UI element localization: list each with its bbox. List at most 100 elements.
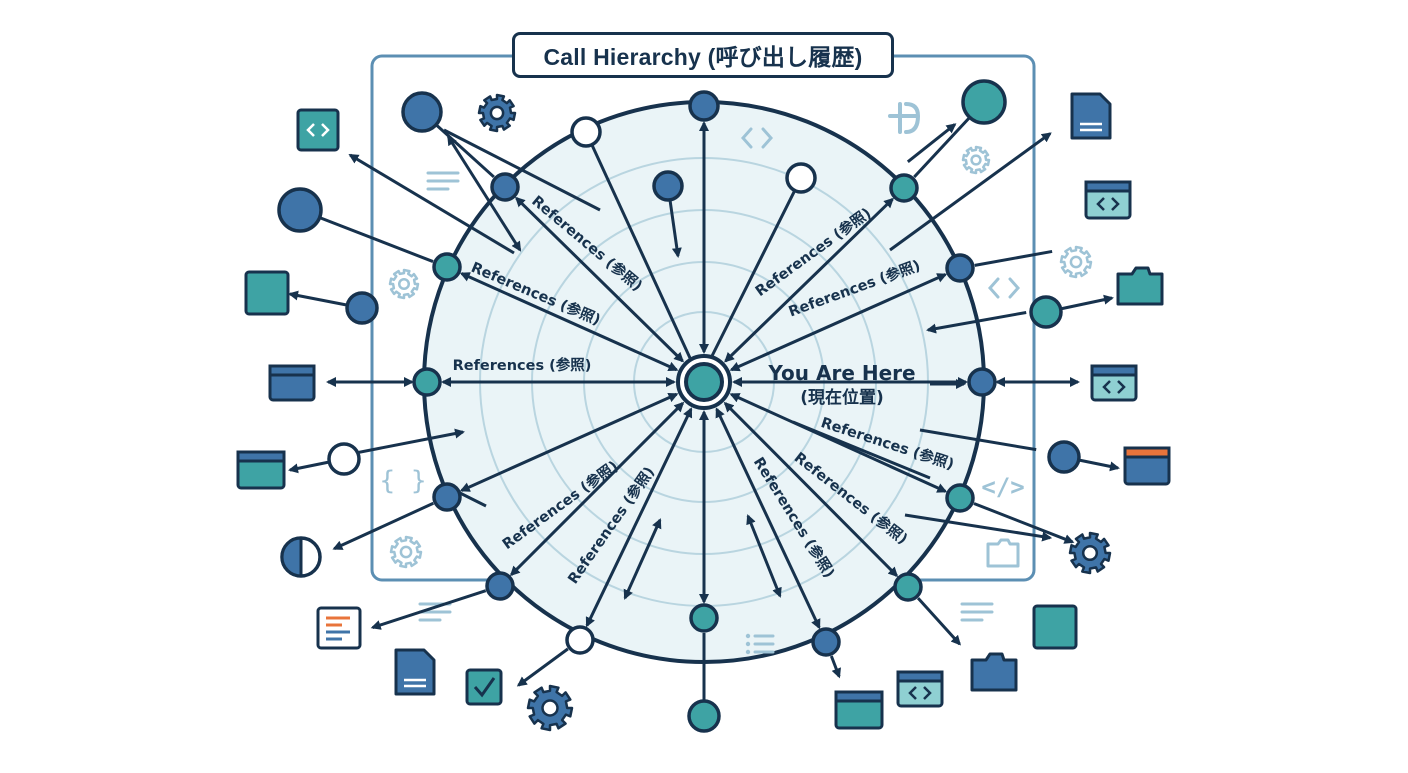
- rim-function-node[interactable]: [490, 172, 520, 202]
- browser-window-icon[interactable]: [1123, 446, 1171, 486]
- rim-function-node[interactable]: [945, 483, 975, 513]
- gear-icon[interactable]: [526, 684, 574, 732]
- reference-edge: [585, 407, 693, 628]
- gear-hole: [399, 545, 413, 559]
- square-icon[interactable]: [1032, 604, 1078, 650]
- code-brackets: [908, 686, 932, 700]
- rim-function-node[interactable]: [967, 367, 997, 397]
- gear-icon[interactable]: [1068, 531, 1112, 575]
- outer-function-node[interactable]: [687, 699, 721, 733]
- inner-function-node[interactable]: [785, 162, 817, 194]
- checkbox-body: [465, 668, 503, 706]
- document-icon[interactable]: [1070, 92, 1112, 140]
- watermark-list-icon-bullet: [745, 641, 751, 647]
- reference-edge: [926, 310, 1027, 334]
- document-body: [1070, 92, 1112, 140]
- checkbox-icon[interactable]: [465, 668, 503, 706]
- outer-icons: [236, 92, 1171, 732]
- gear-hole: [541, 699, 559, 717]
- watermark-code-slash-icon: </>: [981, 473, 1024, 501]
- code-window-icon[interactable]: [1090, 364, 1138, 402]
- gear-hole: [1069, 255, 1083, 269]
- folder-body: [970, 652, 1018, 692]
- rim-function-node[interactable]: [811, 627, 841, 657]
- code-box-body: [296, 108, 340, 152]
- reference-edge: [710, 190, 796, 357]
- gear-hole: [970, 154, 982, 166]
- reference-edge: [1060, 294, 1114, 311]
- folder-icon[interactable]: [970, 652, 1018, 692]
- inner-function-node[interactable]: [570, 116, 602, 148]
- reference-edge: [370, 589, 487, 630]
- reference-edge: [974, 249, 1053, 267]
- reference-edge: [516, 647, 569, 687]
- code-window-icon[interactable]: [296, 108, 340, 152]
- reference-edge: [668, 200, 682, 258]
- gear-teeth: [1059, 245, 1093, 279]
- reference-edge: [829, 655, 841, 679]
- watermark-gear-icon: [1059, 245, 1093, 279]
- outer-function-node[interactable]: [401, 91, 443, 133]
- outer-function-node[interactable]: [345, 291, 379, 325]
- window-bar: [834, 690, 884, 703]
- window-bar: [1084, 180, 1132, 193]
- rim-function-node[interactable]: [565, 625, 595, 655]
- watermark-gear-icon: [961, 145, 991, 175]
- rim-function-node[interactable]: [893, 572, 923, 602]
- rim-function-node[interactable]: [432, 252, 462, 282]
- watermark-list-icon-bullet: [745, 633, 751, 639]
- outer-function-node[interactable]: [277, 187, 323, 233]
- inner-function-node[interactable]: [652, 170, 684, 202]
- browser-window-icon[interactable]: [236, 450, 286, 490]
- rim-function-node[interactable]: [945, 253, 975, 283]
- reference-edge: [459, 272, 679, 372]
- reference-edge: [288, 460, 330, 474]
- rim-function-node[interactable]: [412, 367, 442, 397]
- watermark-code-brackets-icon: [740, 127, 774, 149]
- watermark-code-brackets-icon: [987, 277, 1021, 299]
- reference-edge: [443, 128, 601, 212]
- reference-edge: [623, 518, 662, 600]
- gear-icon[interactable]: [477, 93, 517, 133]
- watermark-icons: </>{ }: [380, 102, 1093, 655]
- outer-function-node[interactable]: [1047, 440, 1081, 474]
- reference-edge: [906, 123, 957, 163]
- reference-edge: [916, 597, 961, 646]
- code-window-icon[interactable]: [896, 670, 944, 708]
- browser-window-icon[interactable]: [268, 364, 316, 402]
- half-circle-node-icon[interactable]: [280, 536, 322, 578]
- outer-function-node[interactable]: [961, 79, 1007, 125]
- square-icon[interactable]: [244, 270, 290, 316]
- window-bar: [268, 364, 316, 377]
- reference-edge: [729, 393, 948, 493]
- gear-teeth: [961, 145, 991, 175]
- checklist-body: [316, 606, 362, 650]
- code-brackets: [306, 123, 330, 137]
- reference-edges: [288, 106, 1120, 710]
- rim-function-node[interactable]: [889, 173, 919, 203]
- rim-function-node[interactable]: [432, 482, 462, 512]
- square-body: [1032, 604, 1078, 650]
- reference-edge: [590, 144, 692, 359]
- square-body: [244, 270, 290, 316]
- window-bar: [1123, 446, 1171, 459]
- rim-function-node[interactable]: [689, 603, 719, 633]
- checklist-icon[interactable]: [316, 606, 362, 650]
- code-window-icon[interactable]: [1084, 180, 1132, 220]
- reference-edge: [746, 514, 782, 598]
- folder-icon[interactable]: [1116, 266, 1164, 306]
- half-circle-fill: [280, 536, 303, 578]
- current-function-node[interactable]: [684, 362, 724, 402]
- code-brackets: [1102, 380, 1126, 394]
- reference-edge: [447, 135, 522, 252]
- browser-window-icon[interactable]: [834, 690, 884, 730]
- rim-function-node[interactable]: [688, 90, 720, 122]
- outer-function-node[interactable]: [327, 442, 361, 476]
- outer-function-node[interactable]: [1029, 295, 1063, 329]
- window-bar: [1090, 364, 1138, 377]
- rim-function-node[interactable]: [485, 571, 515, 601]
- reference-edge: [889, 132, 1052, 252]
- document-icon[interactable]: [394, 648, 436, 696]
